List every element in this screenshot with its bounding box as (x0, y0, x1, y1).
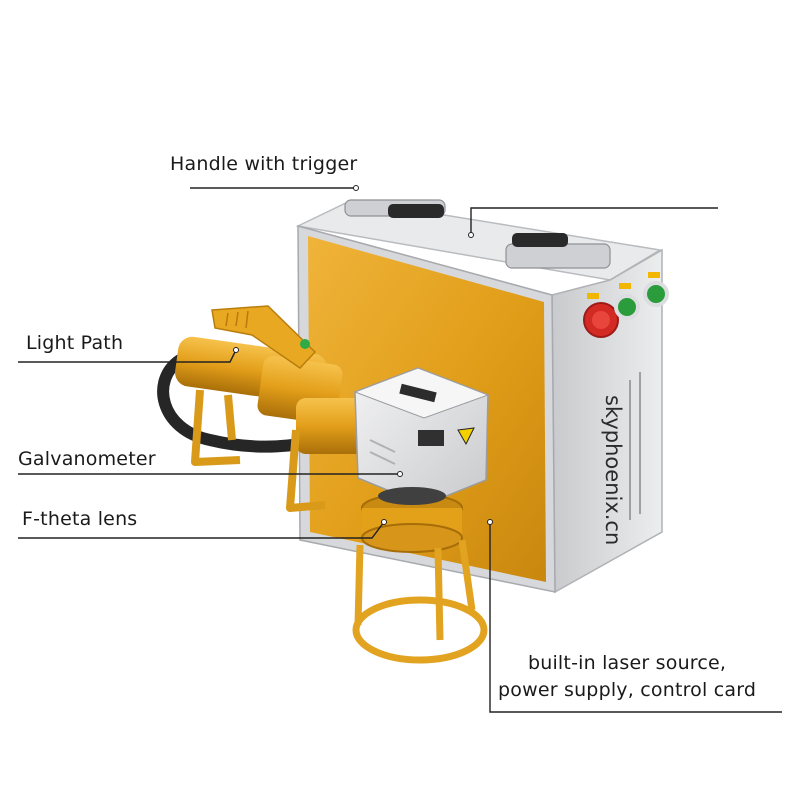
top-carry-handle (344, 199, 611, 269)
leader-dots (233, 185, 493, 525)
callout-laser-source: built-in laser source, power supply, con… (498, 650, 756, 704)
galvanometer-head (353, 367, 490, 506)
callout-handle-with-trigger: Handle with trigger (170, 153, 358, 175)
callout-light-path: Light Path (26, 332, 124, 354)
laser-source-case (295, 199, 663, 594)
callout-galvanometer: Galvanometer (18, 448, 156, 470)
trigger-handle (211, 305, 317, 369)
callout-laser-source-line2: power supply, control card (498, 679, 757, 701)
f-theta-lens (361, 487, 463, 553)
watermark-text: skyphoenix.cn (601, 395, 625, 545)
control-buttons (583, 272, 669, 338)
callout-f-theta-lens: F-theta lens (22, 508, 138, 530)
callout-laser-source-line1: built-in laser source, (527, 652, 727, 674)
support-legs (191, 389, 326, 512)
leader-lines (18, 187, 782, 713)
ring-guard (352, 539, 488, 664)
